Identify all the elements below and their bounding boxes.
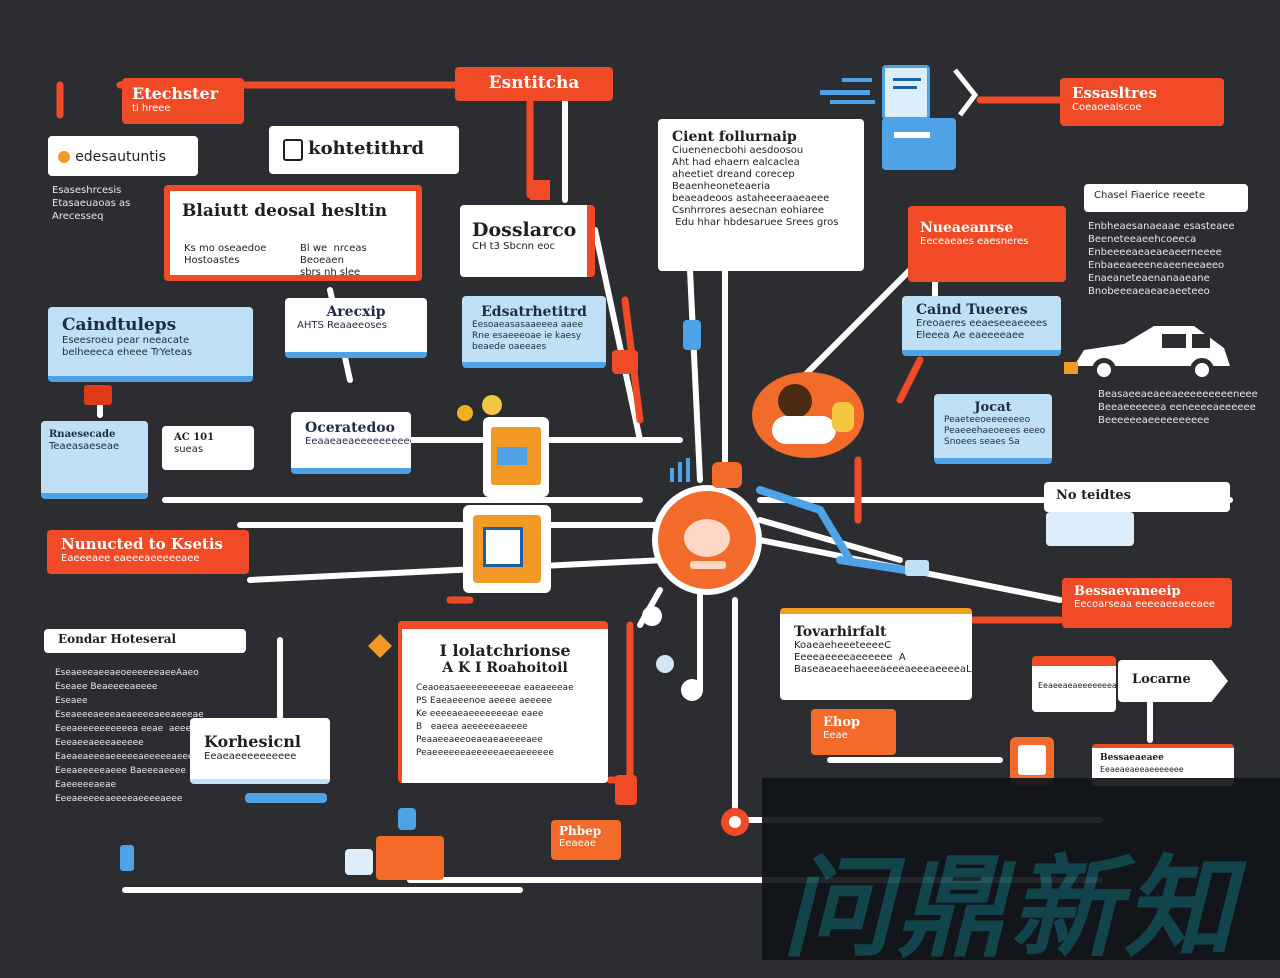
node-caind-tueeres: Caind Tueeres Ereoaeres eeaeseeaeeees El… <box>902 296 1061 356</box>
document-icon <box>463 505 551 593</box>
node-jocat: Jocat Peaeteeoeeeeeeeo Peaeeehaeoeees ee… <box>934 394 1052 464</box>
car-notes: Beasaeeaeaeeaeeeeeeeeeneee Beeaeeeeeea e… <box>1098 389 1258 426</box>
node-dosslarco: Dosslarco CH t3 Sbcnn eoc <box>460 205 595 277</box>
central-hub-icon <box>652 485 762 595</box>
node-edesautuntis: edesautuntis <box>48 136 198 176</box>
avatar-icon <box>752 372 864 458</box>
node-caindtuleps: Caindtuleps Eseesroeu pear neeacate belh… <box>48 307 253 382</box>
chip-icon <box>345 849 373 875</box>
chasel-notes: Enbheaesanaeaae esasteaee Beeneteeaeehco… <box>1088 221 1235 297</box>
node-locarne-left: Eeaeeaeaeeeeeeeaeeeeeeee <box>1032 656 1116 712</box>
node-oceratedoo: Oceratedoo Eeaaeaeaeeeeeeeeee <box>291 412 411 474</box>
node-locarne: Locarne <box>1118 660 1228 702</box>
left-notes: Esaseshrcesis Etasaeuaoas as Arecesseq <box>52 185 131 222</box>
node-client-follurnaip: Cient follurnaip Ciuenenecbohi aesdoosou… <box>658 119 864 271</box>
form-icon <box>882 65 930 120</box>
phone-icon <box>1010 737 1054 785</box>
node-small-orange <box>376 836 444 880</box>
car-icon <box>1064 322 1236 386</box>
eondar-notes: EseaeeeaeeaeoeeeeeeaeeAaeo Eseaee Beaeee… <box>55 668 204 804</box>
node-nunucted: Nunucted to Ksetis Eaeeeaee eaeeeaeeeeea… <box>47 530 249 574</box>
node-essasltres: Essasltres Coeaoealscoe <box>1060 78 1224 126</box>
node-lolatchrionse: I lolatchrionse A K I Roahoitoil Ceaoeas… <box>398 621 608 783</box>
tablet-icon <box>483 417 549 497</box>
node-kohtetithrd: kohtetithrd <box>269 126 459 174</box>
card-icon <box>882 118 956 170</box>
signal-bars-icon <box>666 458 706 482</box>
node-phbep: Phbep Eeaeae <box>551 820 621 860</box>
node-tovarhirfalt: Tovarhirfalt KoaeaeheeeteeeeC Eeeeaeeeea… <box>780 608 972 700</box>
node-edsatrhetitrd: Edsatrhetitrd Eesoaeasasaaeeea aaee Rne … <box>462 296 606 368</box>
watermark-text: 问鼎新知 <box>782 844 1238 972</box>
node-blue-strip <box>245 793 327 803</box>
node-nueaeanrse: Nueaeanrse Eeceaeaes eaesneres <box>908 206 1066 282</box>
node-esntitcha: Esntitcha <box>455 67 613 101</box>
node-rnaesecade: Rnaesecade Teaeasaeseae <box>41 421 148 499</box>
node-eondar: Eondar Hoteseral <box>44 629 246 653</box>
node-no-teidtes: No teidtes <box>1044 482 1230 512</box>
node-bessaevaneeip: Bessaevaneeip Eecoarseaa eeeeaeeaeeaee <box>1062 578 1232 628</box>
node-blaiutt: Blaiutt deosal hesltin Ks mo oseaedoe Ho… <box>164 185 422 281</box>
node-chasel: Chasel Fiaerice reeete <box>1084 184 1248 212</box>
chat-icon <box>712 462 742 488</box>
node-ac-101: AC 101 sueas <box>162 426 254 470</box>
node-arecxip: Arecxip AHTS Reaaeeoses <box>285 298 427 358</box>
node-ehop: Ehop Eeae <box>811 709 896 755</box>
node-etechster: Etechster ti hreee <box>122 78 244 124</box>
node-small-blue <box>1046 512 1134 546</box>
node-korhesicnl: Korhesicnl Eeaeaeeeeeeeeee <box>190 718 330 784</box>
watermark: 问鼎新知 <box>762 778 1280 972</box>
